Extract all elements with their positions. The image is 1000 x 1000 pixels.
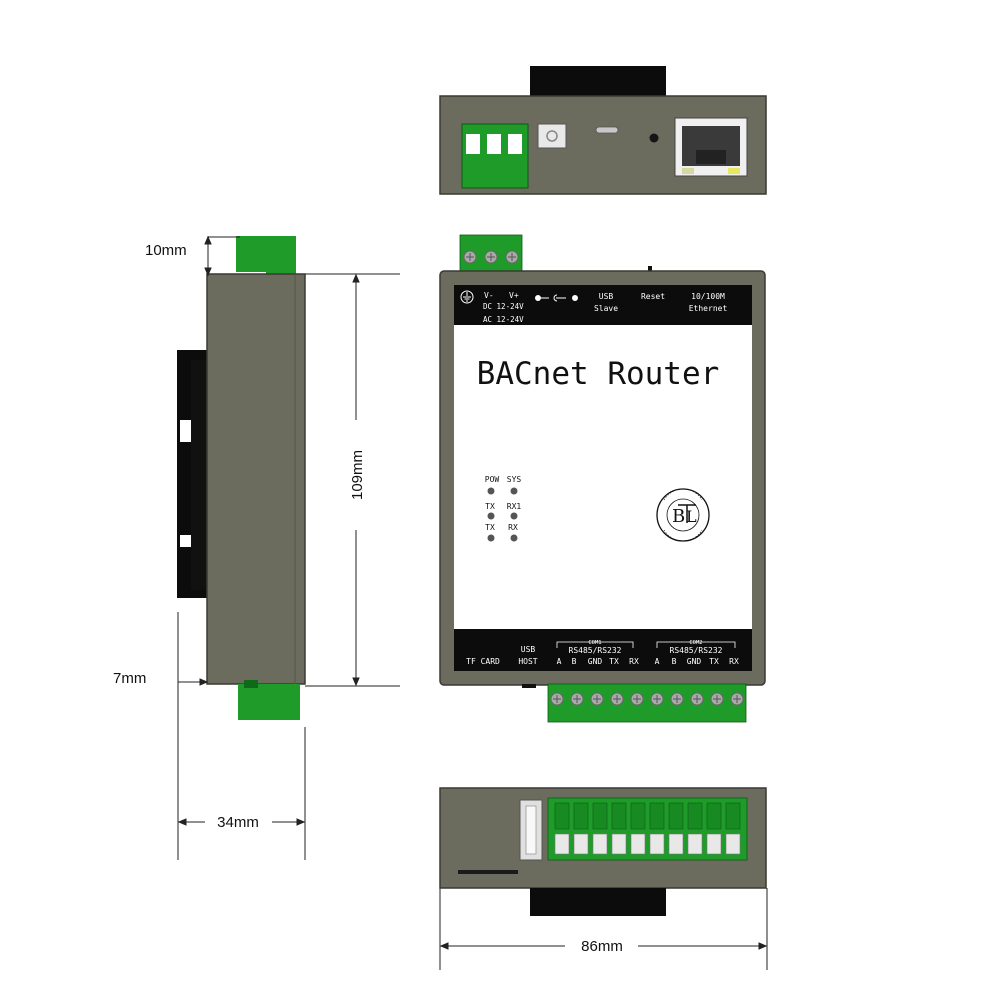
terminal-opening — [573, 833, 589, 855]
svg-text:B: B — [672, 506, 685, 527]
led-rx1 — [510, 512, 518, 520]
com1-pin-b: B — [572, 657, 577, 666]
din-clip-bottom — [530, 888, 666, 916]
terminal-opening — [668, 833, 684, 855]
com2-pin-b: B — [672, 657, 677, 666]
com1-pin-rx: RX — [629, 657, 639, 666]
side-housing — [206, 273, 306, 685]
led-label-rx1: RX1 — [507, 502, 522, 511]
label-reset: Reset — [641, 292, 665, 301]
led-rx2 — [510, 534, 518, 542]
ground-icon — [460, 290, 474, 304]
com1-bracket — [556, 641, 634, 648]
terminal-opening — [725, 833, 741, 855]
label-slave: Slave — [594, 304, 618, 313]
led-label-tx2: TX — [485, 523, 495, 532]
label-v-minus: V- — [484, 291, 494, 300]
side-view — [177, 236, 306, 720]
led-tx2 — [487, 534, 495, 542]
terminal-opening — [611, 833, 627, 855]
svg-text:L: L — [686, 507, 697, 526]
com2-pin-tx: TX — [709, 657, 719, 666]
device-title: BACnet Router — [477, 356, 720, 392]
label-ethernet: Ethernet — [689, 304, 728, 313]
com1-pin-gnd: GND — [588, 657, 603, 666]
side-terminal-bottom — [238, 680, 300, 720]
front-bottom-panel — [454, 629, 752, 671]
dc-jack[interactable] — [537, 123, 567, 149]
tf-card-slot[interactable] — [458, 870, 518, 874]
dim-top-clearance: 10mm — [145, 242, 187, 259]
din-clip-side — [177, 350, 209, 598]
dim-depth: 34mm — [217, 814, 259, 831]
label-dc: DC 12-24V — [483, 302, 524, 311]
label-usb-top: USB — [599, 292, 614, 301]
terminal-opening — [630, 833, 646, 855]
terminal-opening — [554, 833, 570, 855]
com2-pin-rx: RX — [729, 657, 739, 666]
label-com2: COM2 — [689, 640, 702, 646]
led-pow — [487, 487, 495, 495]
label-ac: AC 12-24V — [483, 315, 524, 324]
dimension-lines — [177, 235, 768, 970]
led-label-rx2: RX — [508, 523, 518, 532]
com1-pin-a: A — [557, 657, 562, 666]
front-view: V- V+ DC 12-24V AC 12-24V USB Slave Rese… — [439, 234, 766, 723]
front-terminal-top — [459, 234, 523, 272]
led-panel: POW SYS TX RX1 TX RX — [485, 475, 522, 542]
front-top-panel — [454, 285, 752, 325]
reset-hole[interactable] — [649, 133, 659, 143]
terminal-opening — [706, 833, 722, 855]
dc-polarity-icon — [535, 294, 578, 302]
com2-bracket — [656, 641, 736, 648]
dim-bottom-clearance: 7mm — [113, 670, 146, 687]
side-terminal-top — [236, 236, 296, 278]
led-label-tx1: TX — [485, 502, 495, 511]
led-label-sys: SYS — [507, 475, 522, 484]
btl-logo: B L — [656, 488, 710, 542]
label-v-plus: V+ — [509, 291, 519, 300]
usb-host-port[interactable] — [519, 799, 543, 861]
usb-c-port[interactable] — [595, 126, 619, 134]
terminal-opening — [592, 833, 608, 855]
led-label-pow: POW — [485, 475, 500, 484]
label-eth-speed: 10/100M — [691, 292, 725, 301]
label-tf-card: TF CARD — [466, 657, 500, 666]
terminal-opening — [687, 833, 703, 855]
bottom-terminal-block — [547, 797, 748, 861]
front-terminal-bottom — [547, 683, 747, 723]
ethernet-port[interactable] — [674, 117, 748, 177]
com1-pins: A B GND TX RX — [557, 657, 639, 666]
top-view — [439, 66, 767, 195]
label-host: HOST — [518, 657, 537, 666]
power-terminal-block — [461, 123, 529, 189]
com2-pin-gnd: GND — [687, 657, 702, 666]
label-com2-type: RS485/RS232 — [670, 646, 723, 655]
label-com1: COM1 — [588, 640, 601, 646]
bottom-view — [439, 787, 767, 916]
label-usb-bottom: USB — [521, 645, 536, 654]
com1-pin-tx: TX — [609, 657, 619, 666]
dim-height: 109mm — [349, 450, 366, 500]
label-com1-type: RS485/RS232 — [569, 646, 622, 655]
led-tx1 — [487, 512, 495, 520]
din-clip-top — [530, 66, 666, 98]
front-label — [454, 325, 752, 629]
led-sys — [510, 487, 518, 495]
dim-width: 86mm — [581, 938, 623, 955]
com2-pin-a: A — [655, 657, 660, 666]
terminal-opening — [649, 833, 665, 855]
com2-pins: A B GND TX RX — [655, 657, 739, 666]
